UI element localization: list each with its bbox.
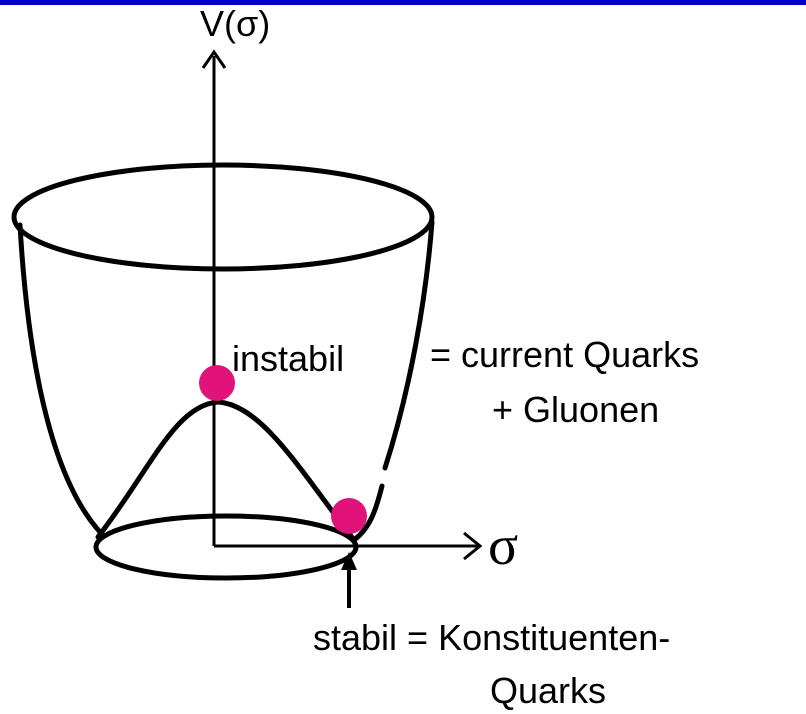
- constituent-quarks-label: Quarks: [490, 670, 607, 711]
- potential-bowl-wall-left: [17, 222, 103, 535]
- potential-hump-curve: [95, 399, 357, 543]
- x-axis-arrowhead: [463, 531, 483, 561]
- potential-bowl-rim: [11, 162, 435, 272]
- stable-point-marker: [331, 498, 367, 534]
- current-quarks-label: = current Quarks: [430, 334, 700, 375]
- potential-bowl-wall-right-lower: [351, 483, 385, 543]
- y-axis-arrowhead: [201, 49, 227, 69]
- gluonen-label: + Gluonen: [492, 389, 660, 430]
- stable-pointer-arrowhead: [341, 552, 357, 570]
- x-axis-label: σ: [488, 515, 519, 577]
- top-rule: [0, 0, 806, 5]
- stable-label: stabil = Konstituenten-: [313, 617, 671, 658]
- potential-bowl-wall-right-upper: [382, 219, 435, 471]
- y-axis-label: V(σ): [200, 3, 271, 44]
- unstable-label: instabil: [232, 338, 345, 379]
- unstable-point-marker: [199, 365, 235, 401]
